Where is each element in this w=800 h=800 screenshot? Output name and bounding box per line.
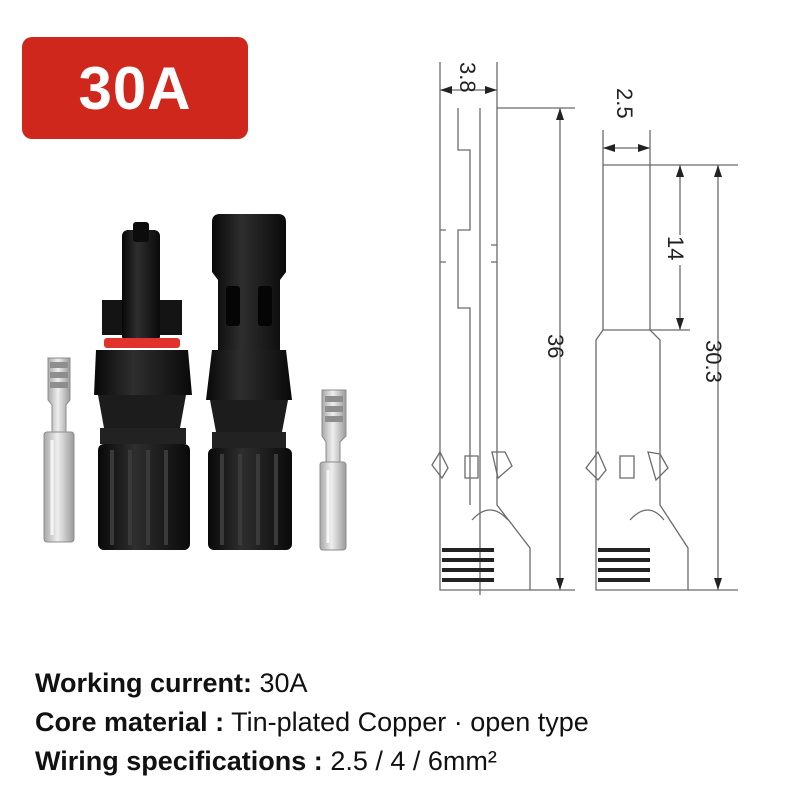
pin-terminal-outline (431, 108, 531, 595)
female-connector (206, 214, 292, 550)
rating-badge-text: 30A (78, 54, 192, 122)
crimp-slot-marks (442, 548, 650, 582)
dimension-arrows (440, 86, 722, 590)
spec-value: Tin-plated Copper · open type (224, 707, 589, 737)
dim-label-socket-width: 2.5 (612, 88, 637, 119)
spec-working-current: Working current: 30A (35, 664, 589, 703)
spec-value: 2.5 / 4 / 6mm² (322, 746, 497, 776)
male-connector (94, 222, 192, 550)
dim-label-pin-width: 3.8 (455, 62, 480, 93)
spec-core-material: Core material : Tin-plated Copper · open… (35, 703, 589, 742)
spec-list: Working current: 30A Core material : Tin… (35, 664, 589, 781)
rating-badge: 30A (22, 37, 248, 139)
spec-label: Core material : (35, 707, 225, 737)
spec-label: Wiring specifications : (35, 746, 323, 776)
dim-label-socket-tip-length: 14 (663, 236, 688, 260)
connector-product-image (43, 214, 347, 551)
spec-wiring: Wiring specifications : 2.5 / 4 / 6mm² (35, 742, 589, 781)
dim-label-socket-length: 30.3 (701, 340, 726, 383)
male-crimp-terminal (43, 357, 75, 543)
spec-label: Working current: (35, 668, 253, 698)
socket-terminal-outline (585, 164, 689, 591)
female-crimp-terminal (319, 389, 347, 551)
spec-value: 30A (252, 668, 308, 698)
dim-label-pin-length: 36 (543, 334, 568, 358)
